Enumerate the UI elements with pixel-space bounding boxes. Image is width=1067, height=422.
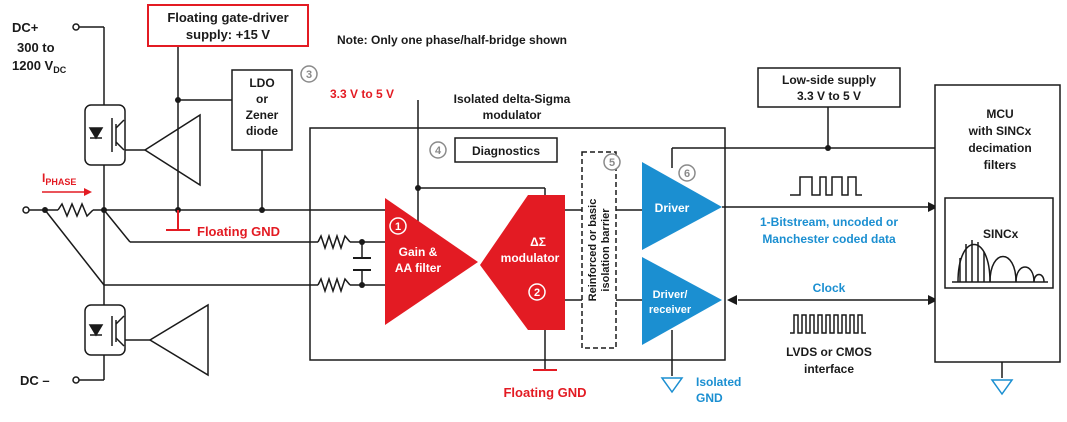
clock-waveform — [790, 314, 866, 334]
isolated-gnd-line-1: Isolated — [696, 375, 741, 389]
lowside-line-2: 3.3 V to 5 V — [797, 89, 861, 103]
ldo-line-1: LDO — [249, 76, 274, 90]
gain-line-1: Gain & — [399, 245, 438, 259]
gate-driver-high — [125, 113, 201, 187]
voltage-33-5-label: 3.3 V to 5 V — [330, 87, 394, 101]
ldo-line-2: or — [256, 92, 268, 106]
filter-resistor-top — [317, 233, 351, 251]
sincx-curve — [952, 240, 1048, 283]
iphase-letter: I — [42, 171, 45, 185]
dc-minus-label: DC – — [20, 373, 50, 388]
gate-supply-line-2: supply: +15 V — [186, 27, 270, 42]
igbt-high-side — [84, 104, 126, 166]
floating-gnd-label-1: Floating GND — [197, 224, 280, 239]
isolated-gnd-line-2: GND — [696, 391, 723, 405]
igbt-low-side — [84, 304, 126, 356]
dc-plus-label: DC+ — [12, 20, 39, 35]
note-text: Note: Only one phase/half-bridge shown — [337, 33, 567, 47]
marker-3: 3 — [300, 65, 318, 83]
driver-receiver-line-2: receiver — [649, 304, 692, 316]
modulator-title-line-1: Isolated delta-Sigma — [454, 92, 571, 106]
lowside-supply-box — [757, 67, 901, 108]
marker-2: 2 — [528, 283, 546, 301]
modulator-title-line-2: modulator — [483, 108, 542, 122]
delta-sigma-line-1: ΔΣ — [530, 235, 546, 249]
ldo-box — [231, 69, 293, 151]
driver-label: Driver — [655, 201, 690, 215]
phase-terminal — [22, 206, 30, 214]
diagnostics-box — [454, 137, 558, 163]
driver-receiver-line-1: Driver/ — [653, 289, 688, 301]
filter-capacitor — [353, 257, 371, 271]
isolation-barrier — [581, 151, 617, 349]
marker-6-label: 6 — [684, 168, 690, 180]
mcu-gnd-symbol — [990, 379, 1014, 396]
marker-1-label: 1 — [395, 221, 401, 233]
marker-5-label: 5 — [609, 157, 615, 169]
gate-driver-low — [125, 303, 209, 377]
diagnostics-label: Diagnostics — [472, 144, 540, 158]
terminals — [22, 23, 80, 384]
dc-range-line-2: 1200 VDC — [12, 58, 67, 75]
ldo-line-3: Zener — [246, 108, 279, 122]
ldo-line-4: diode — [246, 124, 278, 138]
shunt-resistor — [57, 202, 94, 218]
gate-driver-supply-box — [147, 4, 309, 47]
dc-range-line-1: 300 to — [17, 40, 55, 55]
sincx-box — [944, 197, 1054, 289]
clock-label: Clock — [813, 281, 846, 295]
mcu-line-4: filters — [984, 158, 1017, 172]
driver-receiver-block — [642, 257, 722, 345]
sincx-label: SINCx — [983, 227, 1019, 241]
iphase-arrow — [42, 188, 92, 196]
marker-1: 1 — [389, 217, 407, 235]
iphase-subscript: PHASE — [45, 177, 76, 187]
mcu-line-1: MCU — [986, 107, 1013, 121]
dc-range-value: 1200 V — [12, 58, 54, 73]
arrowheads — [727, 202, 938, 305]
barrier-line-1: Reinforced or basic — [587, 199, 599, 302]
bitstream-line-2: Manchester coded data — [762, 232, 896, 246]
marker-3-label: 3 — [306, 69, 312, 81]
junction-dots — [42, 97, 831, 288]
driver-block — [642, 162, 722, 250]
dc-range-subscript: DC — [53, 65, 66, 75]
gain-aa-filter-block — [385, 198, 478, 325]
mcu-line-3: decimation — [968, 141, 1031, 155]
dc-minus-terminal — [72, 376, 80, 384]
lvds-line-2: interface — [804, 362, 854, 376]
iphase-label: IPHASE — [42, 171, 76, 187]
lvds-line-1: LVDS or CMOS — [786, 345, 872, 359]
mcu-line-2: with SINCx — [968, 124, 1032, 138]
gain-line-2: AA filter — [395, 261, 442, 275]
marker-5: 5 — [603, 153, 621, 171]
floating-gnd-symbol-1 — [166, 210, 190, 231]
marker-2-label: 2 — [534, 287, 540, 299]
gate-supply-line-1: Floating gate-driver — [167, 10, 288, 25]
dc-plus-terminal — [72, 23, 80, 31]
isolated-gnd-symbol — [660, 377, 684, 394]
marker-4-label: 4 — [435, 145, 442, 157]
filter-resistor-bottom — [317, 276, 351, 294]
floating-gnd-label-2: Floating GND — [503, 385, 586, 400]
lowside-line-1: Low-side supply — [782, 73, 876, 87]
marker-4: 4 — [429, 141, 447, 159]
bitstream-line-1: 1-Bitstream, uncoded or — [760, 215, 898, 229]
delta-sigma-line-2: modulator — [501, 251, 560, 265]
modulator-box — [309, 127, 726, 361]
marker-6: 6 — [678, 164, 696, 182]
bitstream-waveform — [790, 176, 862, 196]
barrier-line-2: isolation barrier — [600, 208, 612, 292]
